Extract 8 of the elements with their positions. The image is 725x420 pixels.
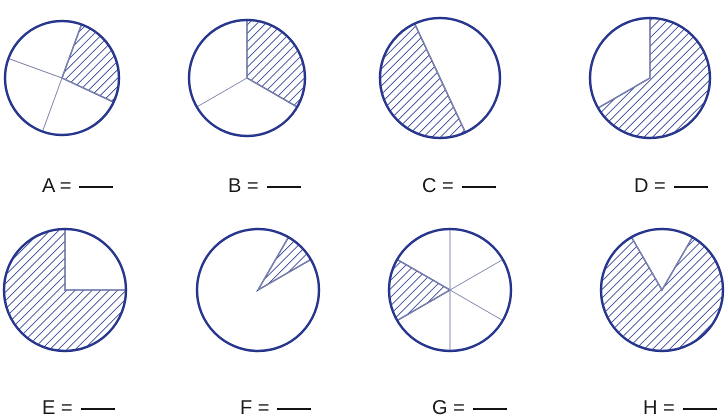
answer-label: A = [42, 175, 72, 197]
answer-label: B = [228, 175, 259, 197]
answer-label: H = [643, 397, 675, 419]
answer-label: G = [432, 397, 465, 419]
answer-label: E = [42, 397, 73, 419]
answer-label: F = [240, 397, 270, 419]
answer-label: C = [422, 175, 454, 197]
answer-label: D = [634, 175, 666, 197]
